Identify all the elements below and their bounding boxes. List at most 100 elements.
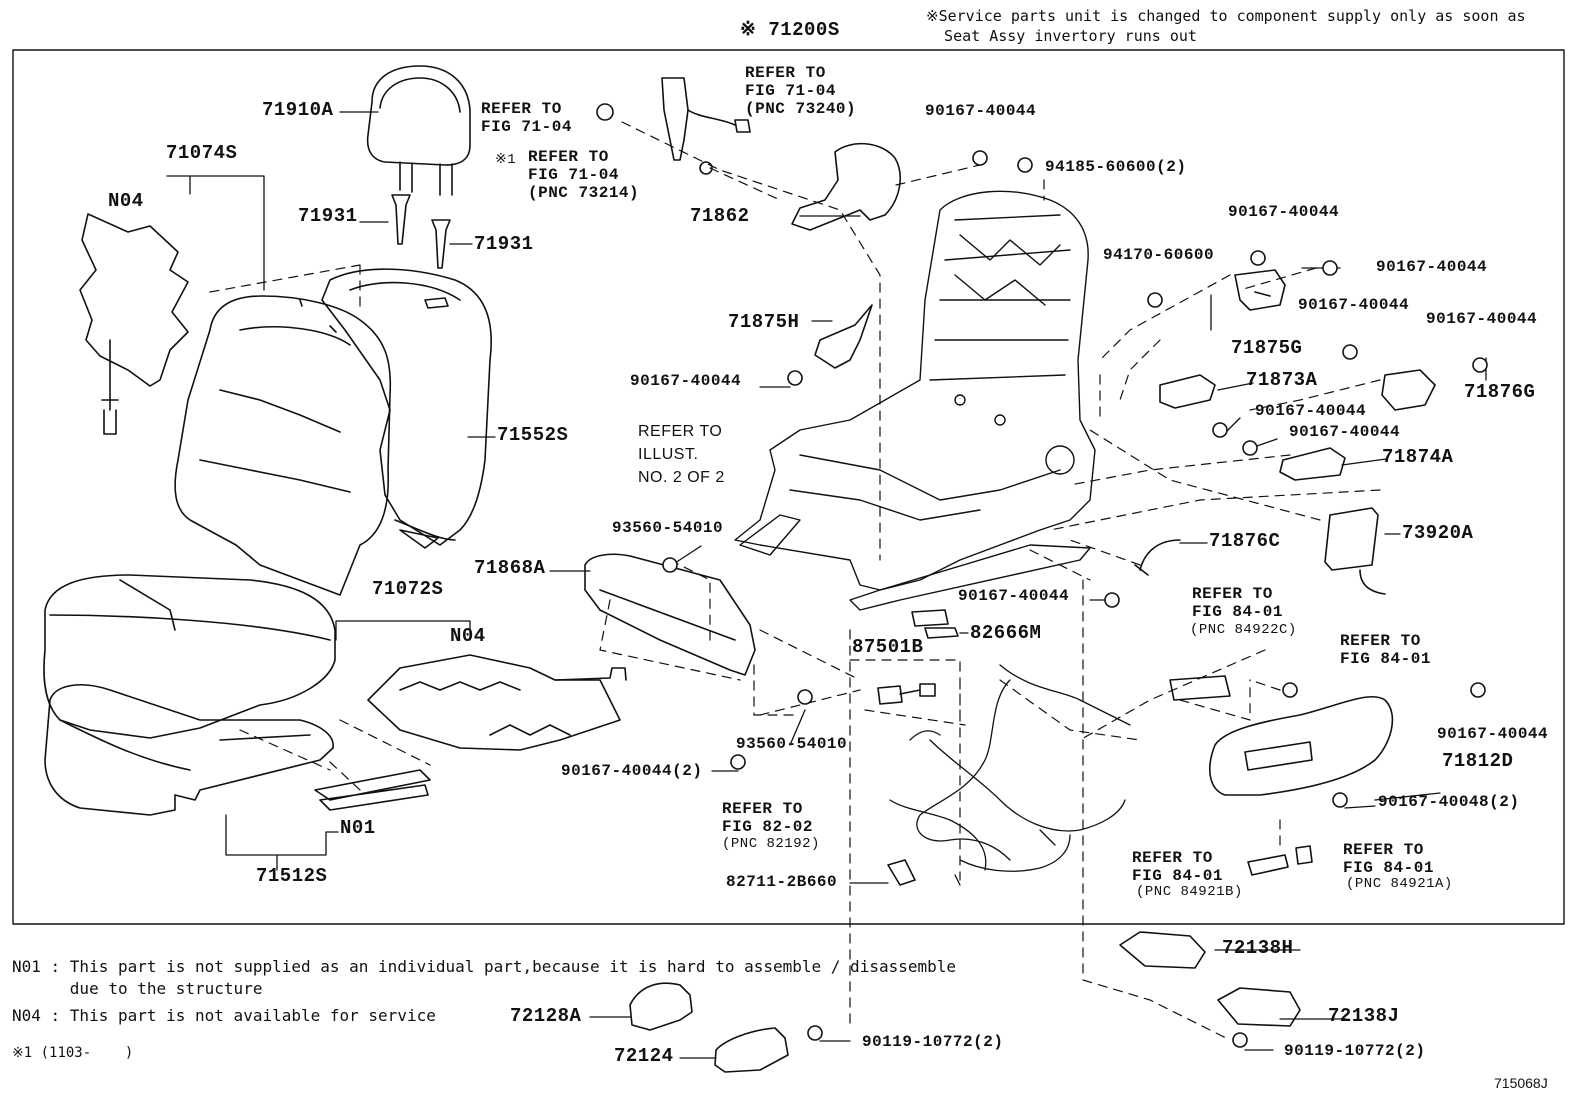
part-94185-60600[interactable]: 94185-60600(2): [1045, 158, 1187, 176]
part-71552s[interactable]: 71552S: [497, 424, 569, 446]
part-93560-54010-a[interactable]: 93560-54010: [612, 519, 724, 537]
part-71074s[interactable]: 71074S: [166, 142, 238, 164]
switch-84922c-drawing: [1169, 675, 1231, 701]
refer-fig-82-02[interactable]: REFER TO FIG 82-02: [722, 800, 813, 836]
service-note: ※Service parts unit is changed to compon…: [926, 7, 1526, 45]
headrest-drawing: [366, 65, 471, 196]
refer-fig-84-01-b[interactable]: REFER TO FIG 84-01: [1340, 632, 1431, 668]
refer-fig-71-04-pnc-73240[interactable]: REFER TO FIG 71-04 (PNC 73240): [745, 64, 857, 118]
part-90167-40044-2[interactable]: 90167-40044(2): [561, 762, 703, 780]
part-72138h[interactable]: 72138H: [1222, 937, 1294, 959]
part-72138j[interactable]: 72138J: [1328, 1005, 1400, 1027]
switch-knob-84921b-drawing: [1247, 854, 1289, 876]
cover-72124-drawing: [714, 1027, 789, 1073]
bracket-71876g-drawing: [1381, 369, 1436, 411]
note-n04-cushion: N04: [450, 625, 486, 647]
part-90167-40044-e[interactable]: 90167-40044: [1298, 296, 1410, 314]
part-72128a[interactable]: 72128A: [510, 1005, 582, 1027]
seat-frame-drawing: [734, 190, 1096, 611]
part-93560-54010-b[interactable]: 93560-54010: [736, 735, 848, 753]
part-71876c[interactable]: 71876C: [1209, 530, 1281, 552]
part-71868a[interactable]: 71868A: [474, 557, 546, 579]
part-90119-10772-a[interactable]: 90119-10772(2): [862, 1033, 1004, 1051]
switch-knob-84921a-drawing: [1295, 845, 1313, 865]
part-90167-40044-top[interactable]: 90167-40044: [925, 102, 1037, 120]
footnote-n01: N01 : This part is not supplied as an in…: [12, 957, 957, 998]
refer-fig-84-01-d[interactable]: REFER TO FIG 84-01: [1343, 841, 1434, 877]
part-71072s[interactable]: 71072S: [372, 578, 444, 600]
seatback-cover-drawing: [174, 295, 392, 596]
airbag-73920a-drawing: [1324, 507, 1386, 595]
part-71862[interactable]: 71862: [690, 205, 750, 227]
seatbelt-buckle-drawing: [596, 77, 751, 175]
figure-id: 715068J: [1494, 1075, 1548, 1091]
leader-lines: [166, 111, 1487, 1059]
part-71875g[interactable]: 71875G: [1231, 337, 1303, 359]
part-71876g[interactable]: 71876G: [1464, 381, 1536, 403]
part-71812d[interactable]: 71812D: [1442, 750, 1514, 772]
part-82666m[interactable]: 82666M: [970, 622, 1042, 644]
part-71910a[interactable]: 71910A: [262, 99, 334, 121]
refer-fig-84-01-c[interactable]: REFER TO FIG 84-01: [1132, 849, 1223, 885]
part-90167-40044-d[interactable]: 90167-40044: [1376, 258, 1488, 276]
sensor-87501b-drawing: [877, 683, 936, 705]
bracket-71875g-drawing: [1234, 269, 1286, 311]
part-72124[interactable]: 72124: [614, 1045, 674, 1067]
seatback-pad-drawing: [321, 268, 493, 549]
part-90167-40044-f[interactable]: 90167-40044: [1426, 310, 1538, 328]
part-73920a[interactable]: 73920A: [1402, 522, 1474, 544]
pnc-84921a: (PNC 84921A): [1346, 876, 1453, 892]
part-82711-2b660[interactable]: 82711-2B660: [726, 873, 838, 891]
part-71512s[interactable]: 71512S: [256, 865, 328, 887]
cover-72138h-drawing: [1119, 931, 1206, 969]
headrest-guides-drawing: [391, 194, 451, 269]
part-71873a[interactable]: 71873A: [1246, 369, 1318, 391]
part-71875h[interactable]: 71875H: [728, 311, 800, 333]
n01-heater-strip: [314, 769, 431, 811]
diagram-frame: [12, 49, 1565, 925]
pnc-82192: (PNC 82192): [722, 836, 820, 852]
part-90167-40044-a[interactable]: 90167-40044: [630, 372, 742, 390]
harness-71876c-drawing: [1134, 539, 1181, 576]
connector-82666m-drawing: [911, 609, 959, 639]
part-90167-40044-i[interactable]: 90167-40044: [958, 587, 1070, 605]
part-90167-40044-h[interactable]: 90167-40044: [1289, 423, 1401, 441]
bracket-71873a-drawing: [1159, 374, 1216, 409]
trim-71868a-drawing: [584, 553, 756, 676]
part-90167-40048[interactable]: 90167-40048(2): [1378, 793, 1520, 811]
seatback-heater-drawing: [79, 213, 189, 435]
part-90167-40044-g[interactable]: 90167-40044: [1255, 402, 1367, 420]
part-90167-40044-k[interactable]: 90167-40044: [1437, 725, 1549, 743]
footnote-n04: N04 : This part is not available for ser…: [12, 1006, 436, 1025]
footnote-marker-1: ※1 (1103- ): [12, 1045, 134, 1061]
cover-72128a-drawing: [629, 982, 693, 1031]
side-trim-71812d-drawing: [1209, 695, 1394, 796]
seat-cushion-cover-drawing: [43, 574, 336, 739]
part-87501b[interactable]: 87501B: [852, 636, 924, 658]
bolts: [662, 150, 1488, 1048]
cushion-heater-drawing: [367, 654, 627, 751]
refer-fig-84-01-a[interactable]: REFER TO FIG 84-01: [1192, 585, 1283, 621]
seat-cushion-pad-drawing: [44, 684, 334, 816]
side-cover-drawing: [791, 142, 901, 231]
refer-illust-2-of-2[interactable]: REFER TO ILLUST. NO. 2 OF 2: [638, 423, 725, 486]
pnc-84922c: (PNC 84922C): [1190, 622, 1297, 638]
note-n01: N01: [340, 817, 376, 839]
part-94170-60600[interactable]: 94170-60600: [1103, 246, 1215, 264]
part-71874a[interactable]: 71874A: [1382, 446, 1454, 468]
pnc-84921b: (PNC 84921B): [1136, 884, 1243, 900]
wire-harness-drawing: [889, 664, 1131, 886]
note-n04-back: N04: [108, 190, 144, 212]
bracket-71875h-drawing: [814, 304, 873, 369]
part-71931-b[interactable]: 71931: [474, 233, 534, 255]
clip-82711-drawing: [887, 859, 916, 886]
cover-72138j-drawing: [1217, 987, 1301, 1027]
part-90167-40044-c[interactable]: 90167-40044: [1228, 203, 1340, 221]
refer-fig-71-04-pnc-73214[interactable]: REFER TO FIG 71-04 (PNC 73214): [528, 148, 640, 202]
part-71931-a[interactable]: 71931: [298, 205, 358, 227]
refer-fig-71-04-a[interactable]: REFER TO FIG 71-04: [481, 100, 572, 136]
assembly-number: ※ 71200S: [740, 19, 840, 41]
part-90119-10772-b[interactable]: 90119-10772(2): [1284, 1042, 1426, 1060]
bracket-71874a-drawing: [1279, 447, 1346, 481]
